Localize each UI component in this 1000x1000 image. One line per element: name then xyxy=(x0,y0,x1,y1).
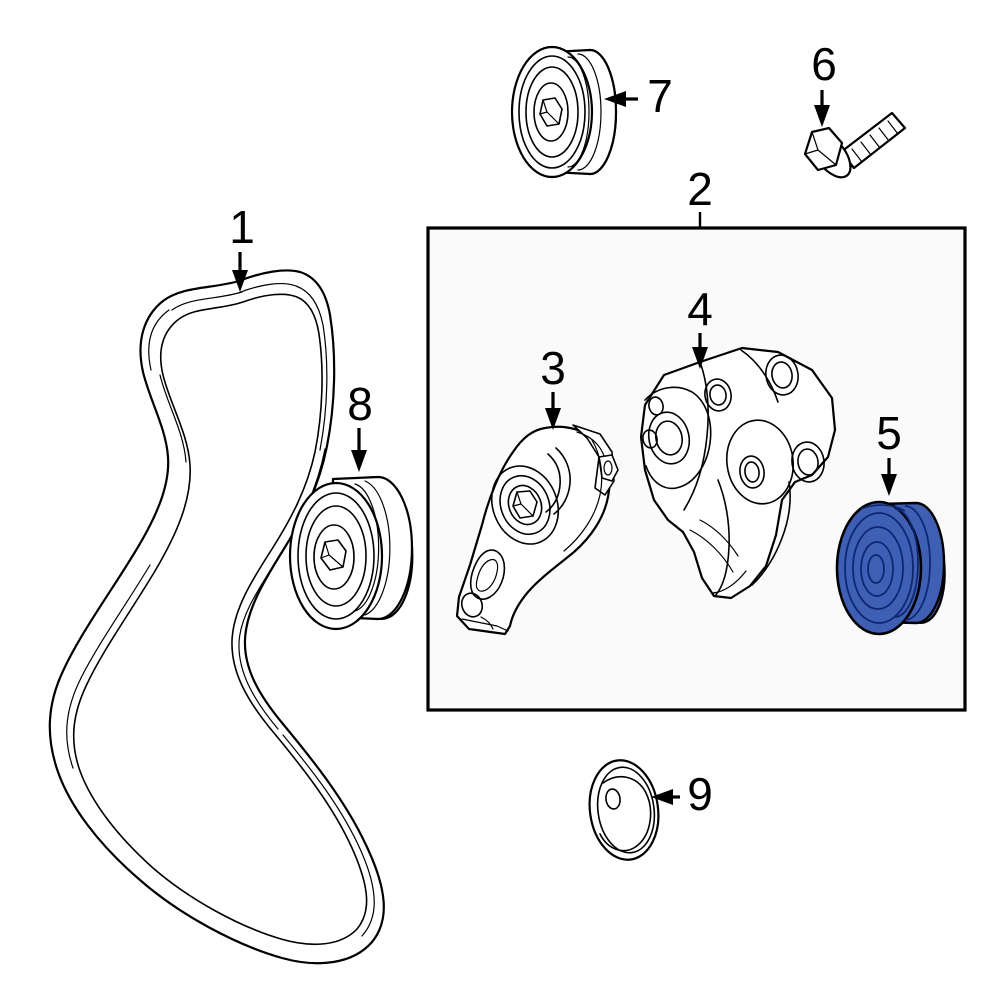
callout-8: 8 xyxy=(347,378,373,472)
callout-5: 5 xyxy=(876,407,902,496)
part-idler-pulley-5-highlighted xyxy=(835,500,946,636)
callout-label-5: 5 xyxy=(876,407,902,459)
callout-arrow-head-9 xyxy=(651,789,673,805)
callout-label-2: 2 xyxy=(687,163,713,215)
callout-label-7: 7 xyxy=(647,70,673,122)
part-serpentine-belt xyxy=(48,269,385,965)
part-belt-tensioner-3 xyxy=(455,424,619,636)
callout-6: 6 xyxy=(811,38,837,127)
callout-arrow-head-3 xyxy=(545,408,561,430)
part-idler-pulley-7 xyxy=(510,45,618,179)
callout-arrow-head-4 xyxy=(692,347,708,369)
callout-label-8: 8 xyxy=(347,378,373,430)
callout-label-3: 3 xyxy=(540,342,566,394)
callout-4: 4 xyxy=(687,283,713,369)
callout-arrow-head-5 xyxy=(881,474,897,496)
part-mounting-bracket-4 xyxy=(639,346,837,600)
callout-arrow-head-1 xyxy=(232,270,248,292)
callout-label-1: 1 xyxy=(229,201,255,253)
callout-9: 9 xyxy=(651,768,713,820)
part-idler-pulley-8 xyxy=(288,475,414,631)
callout-1: 1 xyxy=(229,201,255,292)
callout-2: 2 xyxy=(687,163,713,229)
callout-7: 7 xyxy=(604,70,673,122)
callout-label-6: 6 xyxy=(811,38,837,90)
callout-label-4: 4 xyxy=(687,283,713,335)
part-dust-cap-9 xyxy=(588,759,660,861)
part-flange-bolt-6 xyxy=(803,111,907,179)
callout-arrow-head-6 xyxy=(814,105,830,127)
callout-arrow-head-7 xyxy=(604,91,626,107)
callout-3: 3 xyxy=(540,342,566,430)
callout-arrow-head-8 xyxy=(351,450,367,472)
callout-label-9: 9 xyxy=(687,768,713,820)
